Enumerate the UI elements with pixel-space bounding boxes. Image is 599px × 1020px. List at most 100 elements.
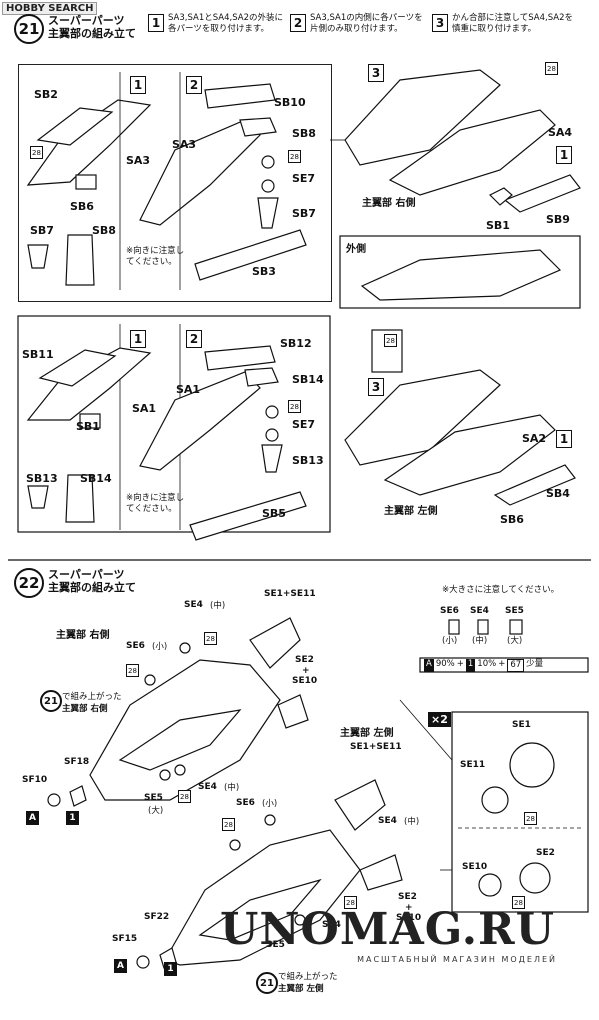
label-se1-se11: SE1+SE11: [264, 589, 316, 599]
right-panel-step-2: 2: [186, 76, 202, 94]
label-sb6: SB6: [70, 200, 94, 213]
color-formula: A 90% + 1 10% + 67 少量: [424, 659, 543, 672]
size-se6-label: (小): [442, 636, 458, 646]
label-sa2: SA2: [522, 432, 547, 445]
label-sb13-2: SB13: [292, 454, 324, 467]
label-sb10: SB10: [274, 96, 306, 109]
paint-tag-28: 28: [30, 146, 43, 159]
inset-se2: SE2: [536, 848, 555, 858]
label-sb12: SB12: [280, 337, 312, 350]
label-sf18: SF18: [64, 757, 90, 767]
label-sa3-2: SA3: [172, 138, 197, 151]
label-se5-left: SE5: [266, 940, 285, 950]
box-1: 1: [66, 811, 79, 825]
size-se6: SE6: [440, 606, 459, 616]
label-sf15: SF15: [112, 934, 138, 944]
label-se6: SE6: [126, 641, 145, 651]
paint-tag-28: 28: [222, 818, 235, 831]
label-sb5: SB5: [262, 507, 286, 520]
right-wing-caption: 主翼部 右側: [56, 630, 110, 641]
step-21-title-line1: スーパーパーツ: [48, 14, 125, 27]
paint-tag-28: 28: [344, 896, 357, 909]
box-1-left: 1: [164, 962, 177, 976]
size-se4: SE4: [470, 606, 489, 616]
instr-1-number: 1: [148, 14, 164, 32]
orientation-notice-1: ※向きに注意してください。: [126, 246, 185, 267]
size-notice: ※大きさに注意してください。: [442, 585, 560, 595]
label-sf22: SF22: [144, 912, 170, 922]
paint-tag-28: 28: [204, 632, 217, 645]
label-sa1: SA1: [132, 402, 157, 415]
color-a-pct: 90%: [435, 659, 455, 669]
label-sb6-2: SB6: [500, 513, 524, 526]
label-se6-left: SE6: [236, 798, 255, 808]
label-se4: SE4: [184, 600, 203, 610]
label-sb4: SB4: [546, 487, 570, 500]
label-se6-size: (小): [152, 642, 168, 652]
color-c-pct: 少量: [526, 659, 544, 669]
label-se2-plus: +: [302, 666, 310, 676]
color-plus-1: +: [456, 659, 464, 669]
label-se2: SE2: [295, 655, 314, 665]
label-sb14-2: SB14: [292, 373, 324, 386]
ref-step-21-left: 21: [256, 972, 278, 994]
label-sb1: SB1: [76, 420, 100, 433]
label-se7: SE7: [292, 418, 316, 431]
multiplier-badge: ×2: [428, 712, 451, 727]
size-se5-label: (大): [507, 636, 523, 646]
label-sb7-2: SB7: [292, 207, 316, 220]
paint-tag-28: 28: [288, 400, 301, 413]
label-se4-left-size: (中): [404, 817, 420, 827]
label-sb14: SB14: [80, 472, 112, 485]
source-watermark: HOBBY SEARCH: [2, 2, 98, 15]
paint-tag-28: 28: [288, 150, 301, 163]
paint-tag-28: 28: [512, 896, 525, 909]
step-21-title: スーパーパーツ 主翼部の組み立て: [48, 14, 136, 40]
color-a: A: [424, 659, 434, 672]
inset-se1: SE1: [512, 720, 531, 730]
color-c: 67: [507, 659, 525, 672]
label-se2-left: SE2: [398, 892, 417, 902]
right-panel-step-3: 3: [368, 64, 384, 82]
step-21-number: 21: [14, 14, 44, 44]
ref-step-21: 21: [40, 690, 62, 712]
box-a: A: [26, 811, 39, 825]
paint-tag-28: 28: [178, 790, 191, 803]
right-panel-step-1: 1: [130, 76, 146, 94]
left-wing-caption: 主翼部 左側: [340, 728, 394, 739]
right-side-caption: 主翼部 右側: [362, 198, 416, 209]
label-se10: SE10: [292, 676, 318, 686]
instr-2-number: 2: [290, 14, 306, 32]
label-sa1-2: SA1: [176, 383, 201, 396]
left-from-text: で組み上がった: [278, 972, 338, 982]
step-22-title: スーパーパーツ 主翼部の組み立て: [48, 568, 136, 594]
label-sb2: SB2: [34, 88, 58, 101]
left-side-caption: 主翼部 左側: [384, 506, 438, 517]
box-a-left: A: [114, 959, 127, 973]
label-sa4: SA4: [548, 126, 573, 139]
left-panel-step-2: 2: [186, 330, 202, 348]
label-se4-lower: SE4: [198, 782, 217, 792]
paint-tag-28: 28: [126, 664, 139, 677]
label-se4-lower-size: (中): [224, 783, 240, 793]
step-21-title-line2: 主翼部の組み立て: [48, 27, 136, 40]
label-sb9: SB9: [546, 213, 570, 226]
left-panel-step-1b: 1: [556, 430, 572, 448]
step-22-title-line2: 主翼部の組み立て: [48, 581, 136, 594]
label-se1-se11-left: SE1+SE11: [350, 742, 402, 752]
label-sb3: SB3: [252, 265, 276, 278]
label-sb13: SB13: [26, 472, 58, 485]
right-from-side: 主翼部 右側: [62, 704, 108, 714]
step-22-title-line1: スーパーパーツ: [48, 568, 125, 581]
step-22-number: 22: [14, 568, 44, 598]
label-sb8-2: SB8: [292, 127, 316, 140]
paint-tag-28: 28: [524, 812, 537, 825]
label-se4-size: (中): [210, 601, 226, 611]
label-sb7: SB7: [30, 224, 54, 237]
label-se7: SE7: [292, 172, 316, 185]
label-se5: SE5: [144, 793, 163, 803]
color-b: 1: [465, 659, 476, 672]
label-sf10: SF10: [22, 775, 48, 785]
paint-tag-28: 28: [384, 334, 397, 347]
label-sb11: SB11: [22, 348, 54, 361]
